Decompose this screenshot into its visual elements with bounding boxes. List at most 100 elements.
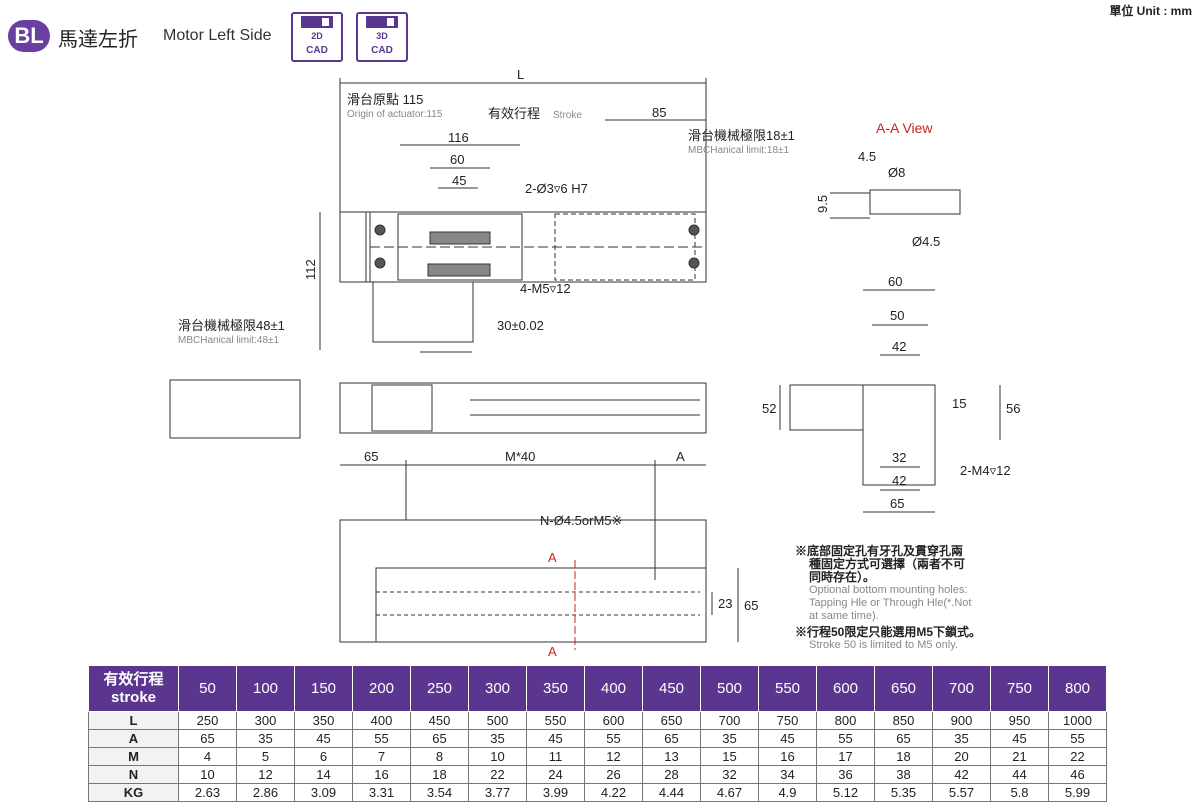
table-cell: 3.09	[294, 783, 353, 802]
stroke-header-cell: 450	[642, 665, 701, 712]
model-badge: BL	[8, 20, 50, 52]
table-cell: 850	[874, 711, 933, 730]
stroke-header-cell: 550	[758, 665, 817, 712]
table-cell: 12	[584, 747, 643, 766]
row-label: A	[88, 729, 179, 748]
cad-3d-button[interactable]: 3D CAD	[356, 12, 408, 62]
mech-limit-48-cn: 滑台機械極限48±1	[178, 318, 285, 333]
end-dim-60: 60	[888, 274, 902, 289]
floppy-disk-icon	[366, 16, 398, 28]
table-cell: 8	[410, 747, 469, 766]
table-cell: 24	[526, 765, 585, 784]
end-dim-65: 65	[890, 496, 904, 511]
stroke-header-en: stroke	[110, 688, 157, 706]
stroke-label-cn: 有效行程	[488, 106, 540, 121]
note2-en: Stroke 50 is limited to M5 only.	[809, 639, 958, 651]
end-view-motor	[789, 384, 864, 431]
table-cell: 4.44	[642, 783, 701, 802]
table-cell: 2.63	[178, 783, 237, 802]
hole-label-03: 2-Ø3▿6 H7	[525, 181, 588, 196]
bottom-dim-65: 65	[364, 449, 378, 464]
table-cell: 22	[468, 765, 527, 784]
mech-limit-48-en: MBCHanical limit:48±1	[178, 335, 280, 346]
dim-label-45: 45	[452, 173, 466, 188]
end-dim-32: 32	[892, 450, 906, 465]
screw-head	[688, 224, 700, 236]
unit-label: 單位 Unit : mm	[1109, 4, 1192, 18]
actuator-top-body	[365, 211, 707, 283]
n-holes-label: N-Ø4.5orM5※	[540, 513, 622, 528]
bottom-dim-65-side: 65	[744, 598, 758, 613]
end-view-body	[862, 384, 936, 486]
table-cell: 13	[642, 747, 701, 766]
table-cell: 950	[990, 711, 1049, 730]
table-cell: 38	[874, 765, 933, 784]
table-cell: 35	[932, 729, 991, 748]
stroke-header-cell: 350	[526, 665, 585, 712]
actuator-bottom-body	[339, 519, 707, 643]
section-a-top: A	[548, 550, 557, 565]
cad-2d-top-label: 2D	[311, 31, 323, 41]
mounting-note: ※底部固定孔有牙孔及貫穿孔兩 種固定方式可選擇（兩者不可 同時存在）。 Opti…	[795, 545, 971, 623]
table-cell: 14	[294, 765, 353, 784]
table-cell: 28	[642, 765, 701, 784]
table-cell: 65	[178, 729, 237, 748]
origin-label-cn: 滑台原點 115	[347, 92, 423, 107]
cad-3d-top-label: 3D	[376, 31, 388, 41]
row-label: M	[88, 747, 179, 766]
stroke-header-cell: 200	[352, 665, 411, 712]
table-cell: 20	[932, 747, 991, 766]
dim-label-112: 112	[303, 259, 318, 280]
stroke-header-cell: 800	[1048, 665, 1107, 712]
table-cell: 450	[410, 711, 469, 730]
screw-head	[374, 257, 386, 269]
title-chinese: 馬達左折	[58, 29, 138, 51]
table-cell: 300	[236, 711, 295, 730]
table-cell: 35	[700, 729, 759, 748]
note1-cn-line3: 同時存在）。	[809, 570, 876, 584]
aa-section	[869, 189, 961, 215]
end-dim-42: 42	[892, 339, 906, 354]
table-cell: 32	[700, 765, 759, 784]
table-cell: 45	[990, 729, 1049, 748]
header: BL 馬達左折 Motor Left Side 2D CAD 3D CAD 單位…	[0, 0, 1200, 70]
table-cell: 26	[584, 765, 643, 784]
dim-label-L: L	[517, 67, 524, 82]
table-cell: 4.9	[758, 783, 817, 802]
dim-label-4-5: 4.5	[858, 149, 876, 164]
row-label: L	[88, 711, 179, 730]
end-dim-42b: 42	[892, 473, 906, 488]
note1-en-line2: Tapping Hle or Through Hle(*.Not	[809, 597, 972, 609]
dim-label-o8: Ø8	[888, 165, 905, 180]
table-cell: 4	[178, 747, 237, 766]
table-cell: 10	[178, 765, 237, 784]
cad-2d-button[interactable]: 2D CAD	[291, 12, 343, 62]
mech-limit-18-cn: 滑台機械極限18±1	[688, 128, 795, 143]
table-cell: 3.99	[526, 783, 585, 802]
stroke-header-cell: 300	[468, 665, 527, 712]
table-cell: 700	[700, 711, 759, 730]
note1-cn-line2: 種固定方式可選擇（兩者不可	[809, 557, 966, 571]
stroke-header-cell: 500	[700, 665, 759, 712]
end-dim-50: 50	[890, 308, 904, 323]
stroke-label-en: Stroke	[553, 110, 582, 121]
table-cell: 44	[990, 765, 1049, 784]
bottom-plate	[375, 567, 707, 643]
m4-label: 2-M4▿12	[960, 463, 1011, 478]
table-cell: 800	[816, 711, 875, 730]
table-cell: 34	[758, 765, 817, 784]
stroke-header-cell: 400	[584, 665, 643, 712]
table-cell: 36	[816, 765, 875, 784]
table-cell: 550	[526, 711, 585, 730]
table-cell: 500	[468, 711, 527, 730]
table-cell: 5.99	[1048, 783, 1107, 802]
table-cell: 750	[758, 711, 817, 730]
table-cell: 18	[410, 765, 469, 784]
note1-cn-line1: ※底部固定孔有牙孔及貫穿孔兩	[795, 544, 964, 558]
table-cell: 15	[700, 747, 759, 766]
table-cell: 600	[584, 711, 643, 730]
